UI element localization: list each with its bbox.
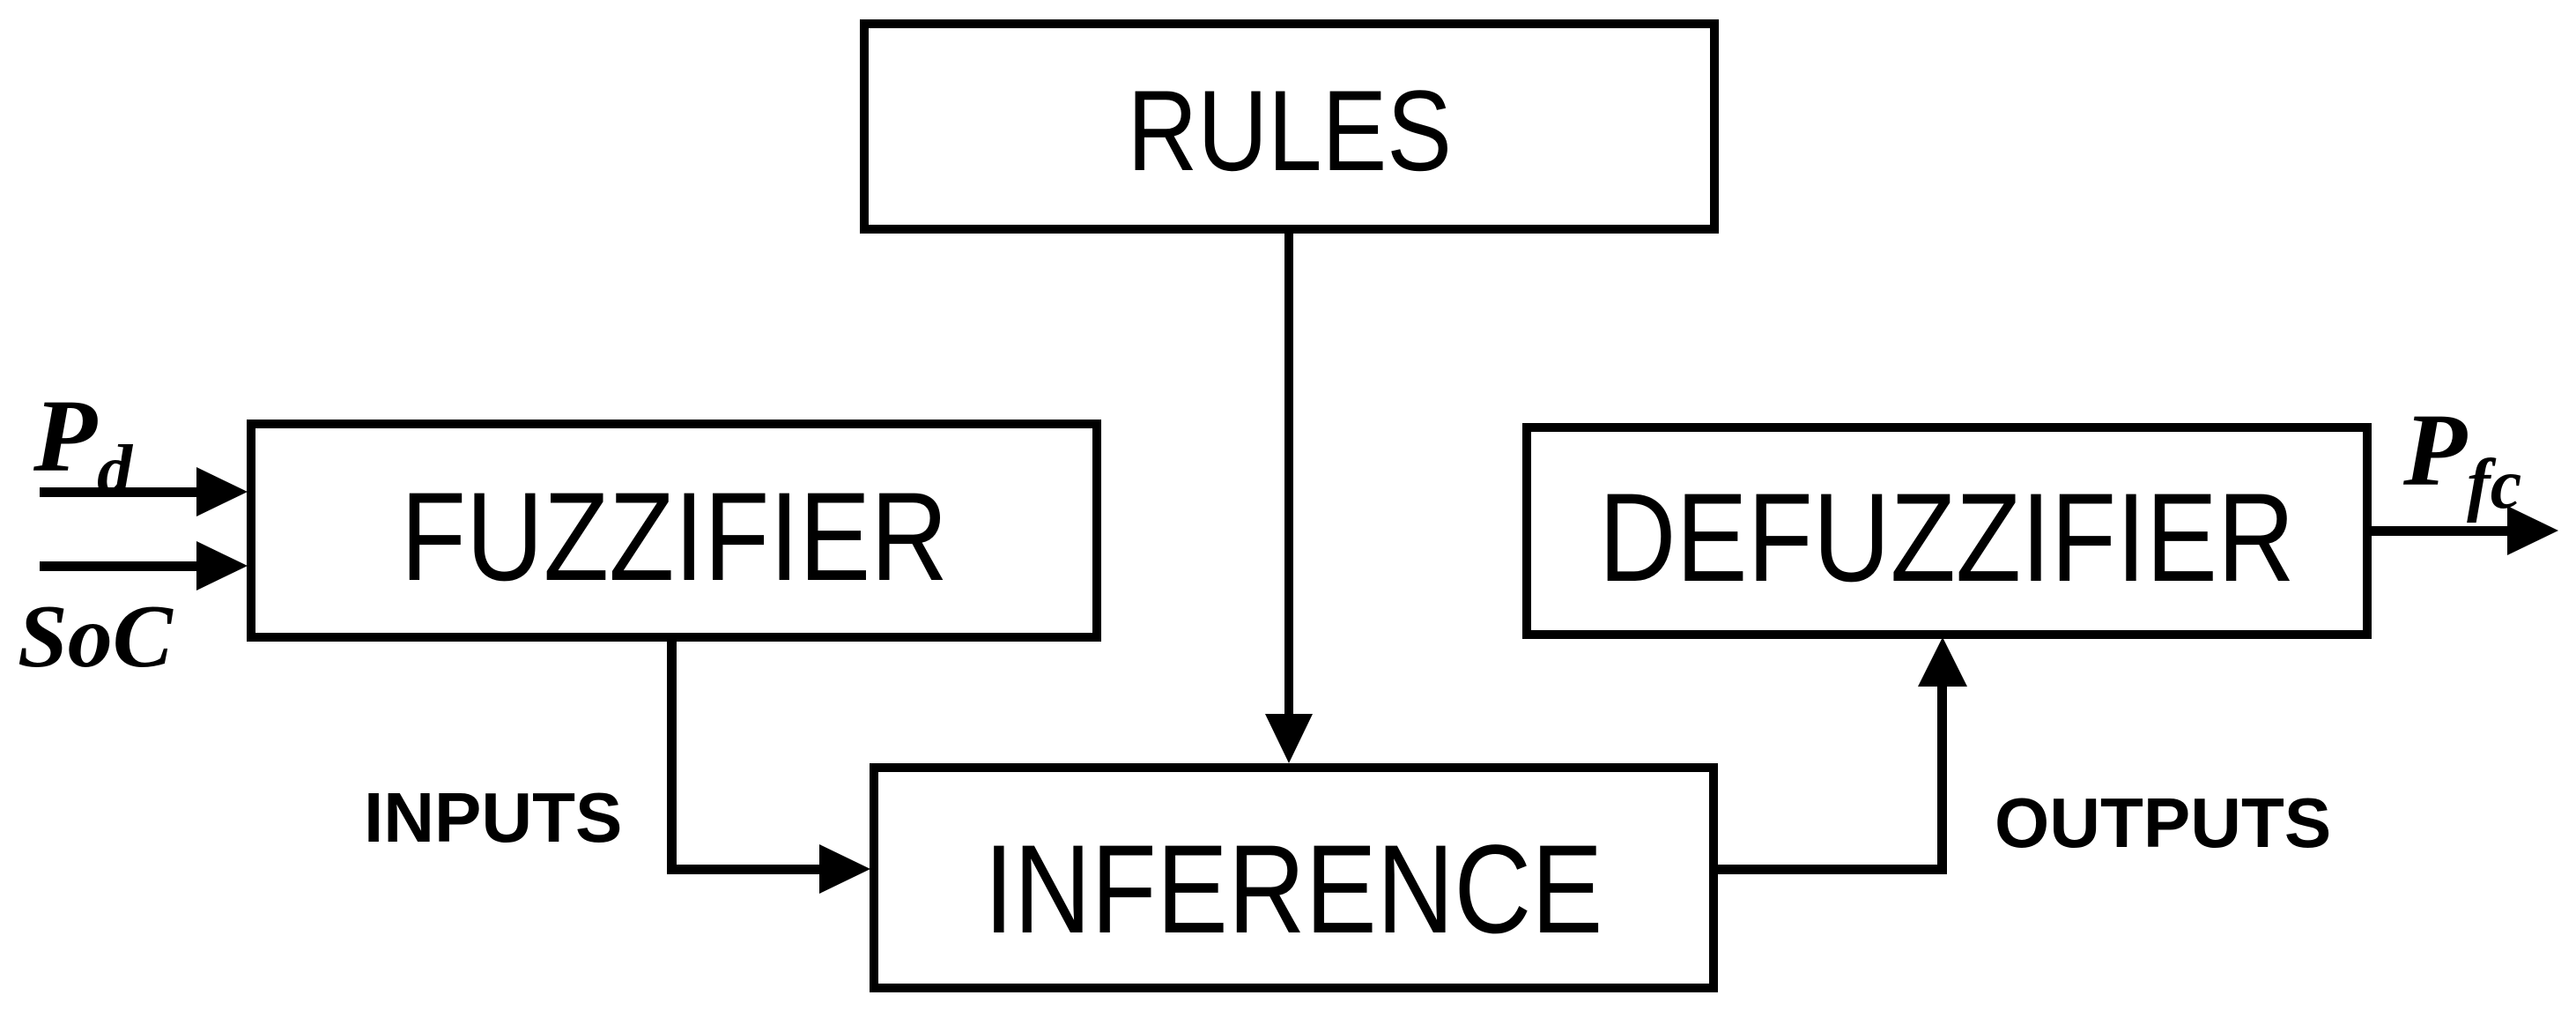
- rules-box: RULES: [860, 19, 1719, 234]
- soc-input-arrowhead-icon: [196, 541, 248, 590]
- pfc-output-line: [2370, 526, 2509, 536]
- pfc-signal-label: Pfc: [2403, 398, 2521, 521]
- defuzzifier-label: DEFUZZIFIER: [1598, 467, 2296, 608]
- pfc-signal-subscript: fc: [2467, 446, 2522, 524]
- soc-input-line: [40, 561, 198, 571]
- fuzzifier-to-inference-arrowhead-icon: [819, 844, 870, 894]
- inference-label: INFERENCE: [984, 820, 1603, 960]
- pfc-output-arrowhead-icon: [2507, 506, 2558, 555]
- outputs-label: OUTPUTS: [1995, 783, 2332, 862]
- inference-to-defuzzifier-vertical-line: [1937, 687, 1947, 874]
- fuzzifier-box: FUZZIFIER: [247, 420, 1101, 642]
- inputs-label: INPUTS: [364, 778, 623, 857]
- inference-box: INFERENCE: [870, 763, 1718, 992]
- fuzzifier-label: FUZZIFIER: [400, 467, 948, 607]
- pd-signal-base: P: [33, 378, 98, 494]
- inference-to-defuzzifier-horizontal-line: [1716, 865, 1947, 874]
- rules-to-inference-arrowhead-icon: [1265, 714, 1313, 763]
- fuzzifier-to-inference-vertical-line: [667, 640, 677, 869]
- rules-label: RULES: [1127, 65, 1452, 195]
- pd-input-line: [40, 487, 198, 497]
- rules-to-inference-line: [1284, 229, 1293, 714]
- pfc-signal-base: P: [2403, 392, 2468, 508]
- fuzzifier-to-inference-horizontal-line: [667, 865, 821, 874]
- pd-input-arrowhead-icon: [196, 467, 248, 516]
- defuzzifier-box: DEFUZZIFIER: [1522, 423, 2372, 639]
- inference-to-defuzzifier-arrowhead-icon: [1918, 637, 1967, 687]
- soc-signal-label: SoC: [18, 587, 173, 687]
- pd-signal-subscript: d: [97, 432, 133, 509]
- pd-signal-label: Pd: [33, 384, 133, 509]
